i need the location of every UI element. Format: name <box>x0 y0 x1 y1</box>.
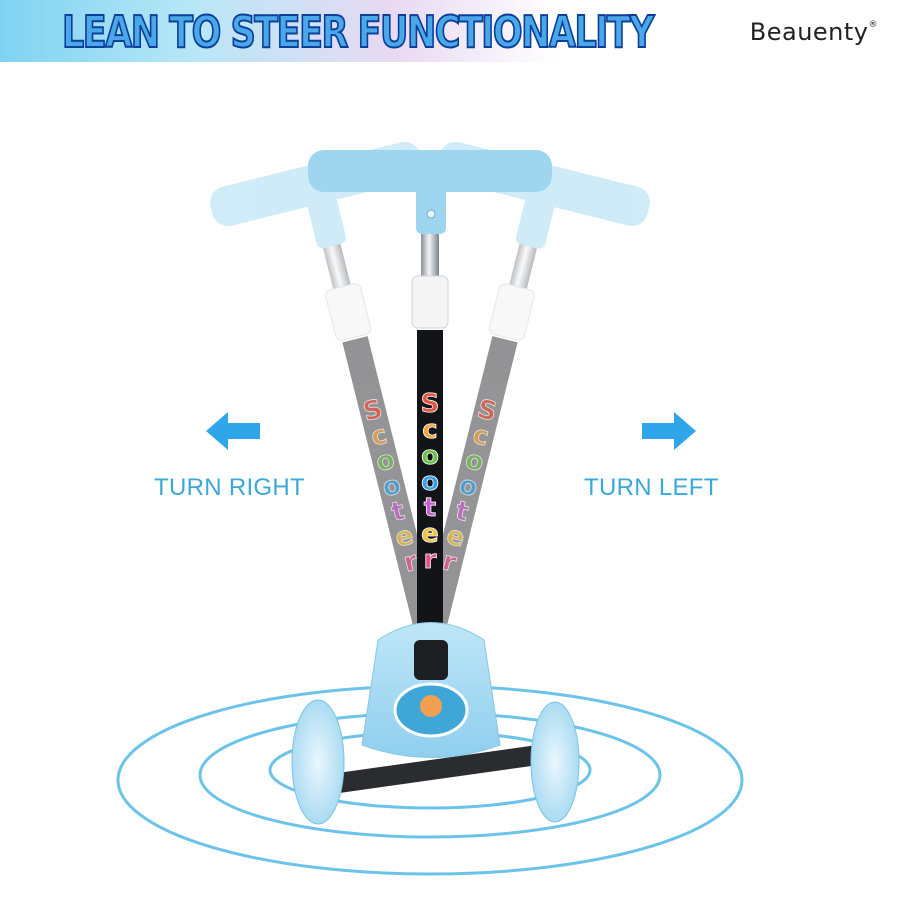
stem-left-letter: c <box>368 420 390 453</box>
turn-right-label: TURN RIGHT <box>154 474 305 501</box>
brand-logo: Beauenty® <box>750 18 878 46</box>
turn-left-label: TURN LEFT <box>584 474 719 501</box>
stem-center-letter: S <box>421 389 440 419</box>
stem-center-letter: t <box>424 493 436 523</box>
stem-center-letter: e <box>421 519 439 549</box>
header-banner <box>0 0 560 62</box>
scooter-base <box>291 622 580 825</box>
brand-name: Beauenty <box>749 18 869 46</box>
stem-right-letter: c <box>470 420 492 453</box>
arrow-left-icon <box>206 412 260 450</box>
page-title: LEAN TO STEER FUNCTIONALITY <box>61 7 655 59</box>
stem-center-letter: o <box>421 467 439 497</box>
stem-center-letter: c <box>422 415 437 445</box>
arrow-right-icon <box>642 412 696 450</box>
stem-center-letter: r <box>424 545 437 575</box>
registered-mark: ® <box>868 20 878 30</box>
stem-center <box>308 150 552 640</box>
stem-center-letter: o <box>421 441 439 471</box>
